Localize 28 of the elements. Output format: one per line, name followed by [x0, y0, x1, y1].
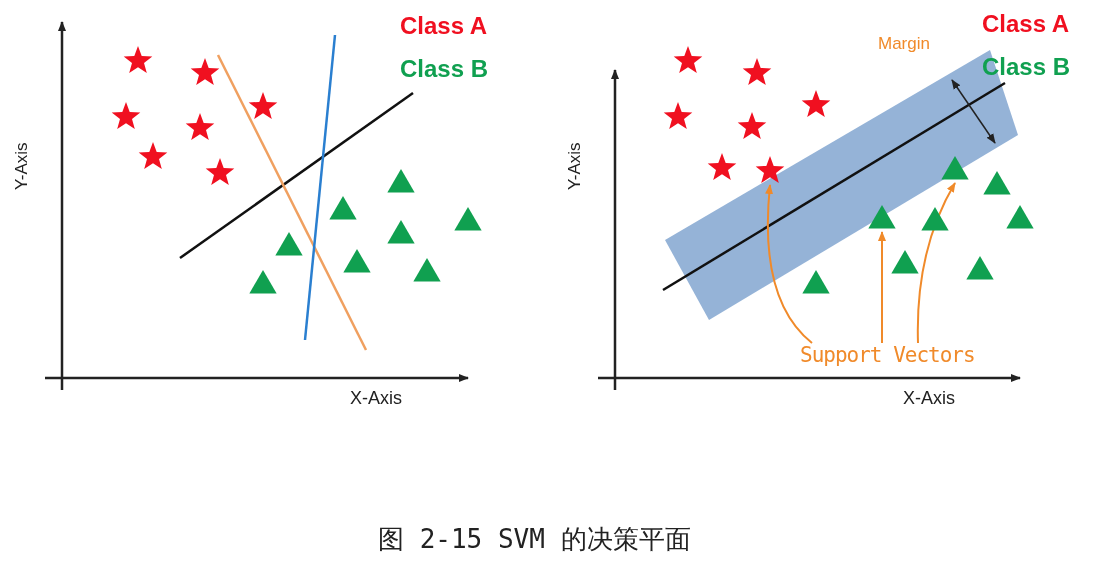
star-marker — [138, 141, 168, 171]
class-label: Class A — [982, 10, 1070, 38]
leader-line — [765, 184, 813, 344]
star-marker — [755, 155, 785, 185]
star-marker — [801, 89, 831, 119]
leader-line — [916, 182, 956, 344]
margin-label: Margin — [878, 34, 930, 54]
class-label: Class B — [400, 55, 489, 83]
class-label: Class A — [400, 12, 488, 40]
star-marker — [707, 152, 737, 182]
axis-label: Y-Axis — [565, 142, 585, 190]
star-marker — [663, 101, 693, 131]
star-marker — [205, 157, 235, 187]
caption: 图 2-15 SVM 的决策平面 — [378, 523, 691, 556]
star-marker — [673, 45, 703, 75]
star-marker — [185, 112, 215, 142]
axis-label: X-Axis — [903, 388, 955, 409]
star-marker — [123, 45, 153, 75]
star-marker — [248, 91, 278, 121]
star-marker — [742, 57, 772, 87]
star-marker — [737, 111, 767, 141]
axis-label: X-Axis — [350, 388, 402, 409]
star-marker — [190, 57, 220, 87]
leader-line — [878, 231, 886, 344]
star-marker — [111, 101, 141, 131]
axis-label: Y-Axis — [12, 142, 32, 190]
leader-text: Support Vectors — [800, 343, 975, 367]
class-label: Class B — [982, 53, 1071, 81]
